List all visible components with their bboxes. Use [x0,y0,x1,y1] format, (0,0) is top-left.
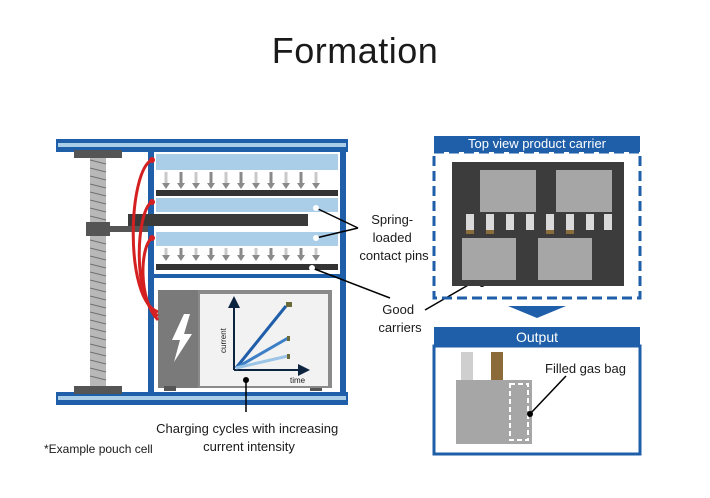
tab-right [491,352,503,380]
formation-machine: current time [56,139,348,405]
red-cables [131,158,160,322]
top-view-panel: Top view product carrier [432,136,642,300]
screw-column [90,152,106,392]
cycle-line-3 [235,354,289,370]
cycle-line-1 [234,305,288,369]
cycle-line-2 [235,336,289,370]
gas-bag-label: Filled gas bag [545,361,626,376]
contact-pins-row-1 [162,172,320,189]
top-view-title: Top view product carrier [468,136,607,151]
charging-cycles-label: Charging cycles with increasing current … [156,421,342,454]
contact-plate-lower [156,232,338,246]
tab-left [461,352,473,380]
carrier-1 [156,190,338,196]
example-note: *Example pouch cell [44,442,153,456]
graph-y-label: current [219,327,228,353]
down-arrow [508,306,566,318]
output-title: Output [516,329,558,345]
carrier-3 [156,264,338,270]
gas-bag [509,383,529,441]
good-carriers-label: Good carriers [378,302,422,335]
lightning-icon [172,314,192,362]
carrier-2 [128,214,308,226]
contact-pins-row-2 [162,248,320,261]
arm [106,226,148,232]
output-panel: Output Filled gas bag [432,327,642,456]
contact-plate-middle [156,198,338,212]
contact-plate-top [156,154,338,170]
spring-pins-label: Spring- loaded contact pins [359,212,429,263]
charger-unit: current time [158,290,332,391]
page-title: Formation [271,30,439,71]
pouch-cell [456,380,532,444]
graph-x-label: time [290,376,306,385]
